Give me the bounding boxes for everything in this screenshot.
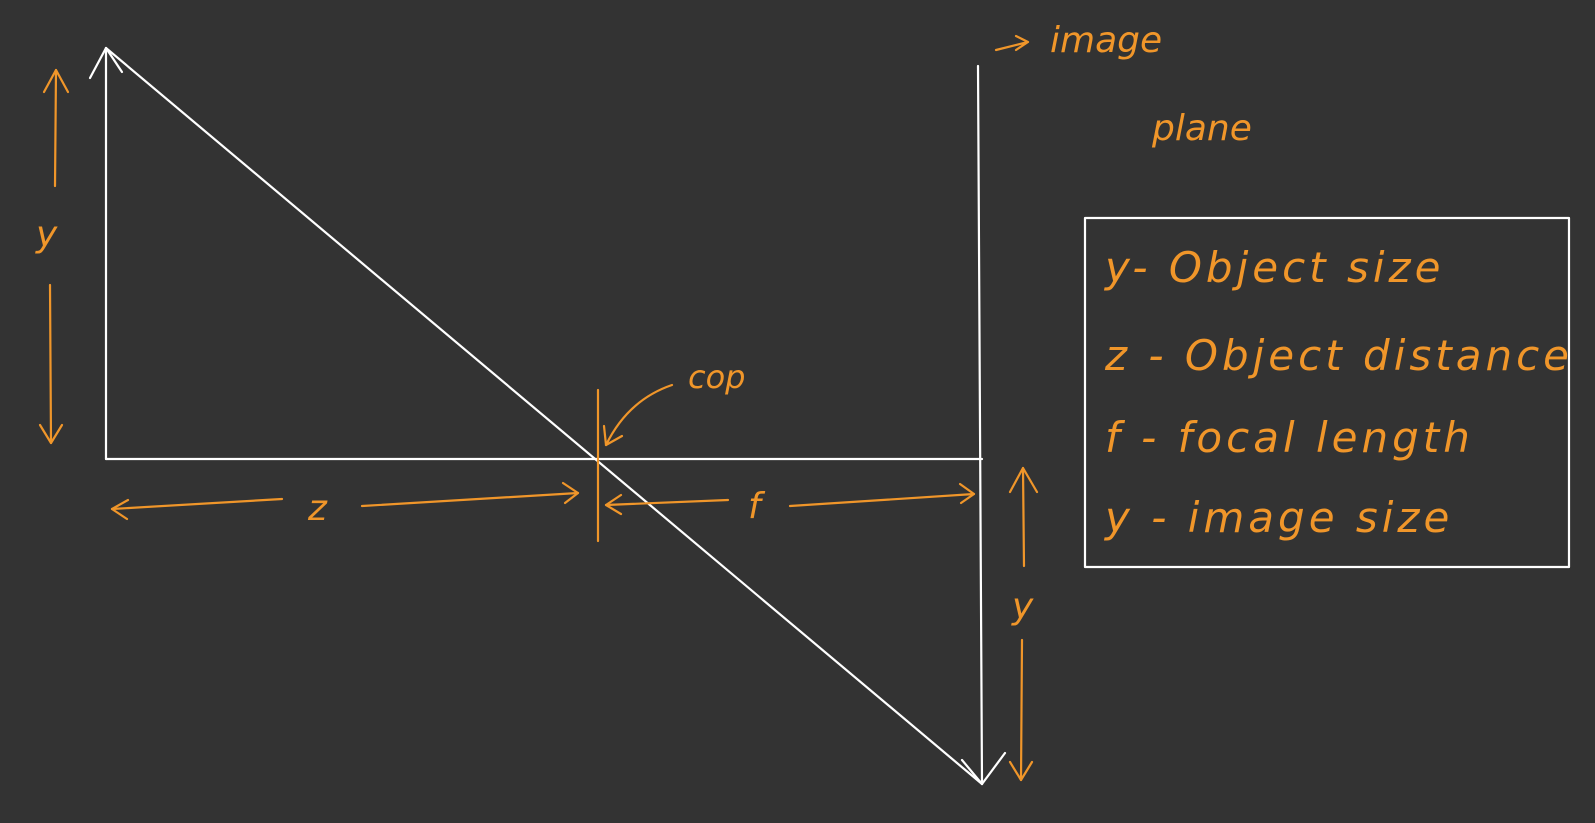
legend-item-focal-length: f - focal length [1105,413,1474,462]
f-arrow-right [788,492,976,508]
legend-item-object-size: y- Object size [1103,243,1444,292]
legend-item-object-distance: z - Object distance [1104,331,1573,380]
z-label: z [307,488,328,529]
z-arrow-right [360,491,580,508]
object-height-label: y [35,214,58,255]
ray-geometry [88,46,1007,786]
image-plane-line [976,64,984,786]
image-height-arrowhead-down [1008,760,1034,782]
f-arrowhead-right [958,482,976,505]
image-height-arrow-down [1019,638,1024,782]
z-arrowhead-left [110,498,130,521]
image-arrowhead [960,751,1007,786]
z-arrowhead-right [561,481,580,505]
image-plane-label-line2: plane [1151,108,1252,149]
projection-ray [104,46,984,786]
legend-item-image-size: y - image size [1103,493,1453,542]
legend-box [1083,216,1571,569]
cop-pointer [604,383,674,447]
image-height-arrowhead-up [1008,466,1039,494]
image-plane-label-line1: image [1050,20,1162,61]
f-arrow-left [604,498,730,507]
cop-pointer-head [602,424,624,447]
object-height-arrow-down [48,283,53,445]
annotations: y cop z f y image plane [35,20,1252,782]
image-height-label: y [1011,586,1034,627]
legend: y- Object size z - Object distance f - f… [1083,216,1573,569]
object-height-arrow-up [53,68,58,188]
z-arrow-left [110,497,284,511]
cop-label: cop [688,358,745,396]
object-height-arrowhead-up [42,68,70,94]
image-height-arrow-up [1021,466,1026,568]
image-plane-pointer [994,34,1030,52]
object-height-arrowhead-down [38,423,64,445]
f-arrowhead-left [604,493,623,516]
f-label: f [748,486,766,527]
